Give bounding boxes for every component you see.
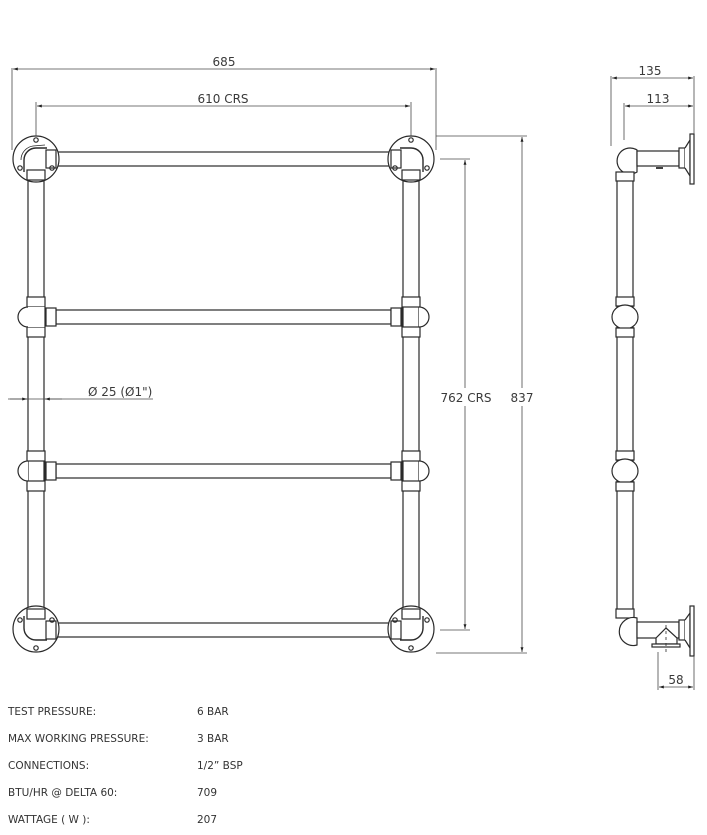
left-post [27,172,45,612]
spec-value: 6 BAR [197,706,229,718]
spec-row-connections: CONNECTIONS: 1/2” BSP [8,754,308,781]
dim-overall-depth: 135 [639,64,662,78]
side-dimensions [610,76,695,690]
spec-row-test-pressure: TEST PRESSURE: 6 BAR [8,700,308,727]
t-joint-left-2 [17,296,57,338]
spec-label: TEST PRESSURE: [8,706,97,718]
spec-label: MAX WORKING PRESSURE: [8,733,149,745]
dim-valve-offset: 58 [668,673,683,687]
rail-3 [55,463,392,479]
dim-overall-height: 837 [511,391,534,405]
spec-value: 207 [197,814,218,826]
spec-label: WATTAGE ( W ): [8,814,90,826]
side-ball-joint-2 [611,296,639,338]
dim-overall-width: 685 [213,55,236,69]
spec-label: CONNECTIONS: [8,760,90,772]
dim-tube-diameter: Ø 25 (Ø1") [88,385,152,399]
rail-bottom [55,622,392,638]
front-view [12,135,435,653]
spec-value: 709 [197,787,218,799]
spec-table: TEST PRESSURE: 6 BAR MAX WORKING PRESSUR… [8,700,308,835]
side-view [611,133,695,657]
spec-label: BTU/HR @ DELTA 60: [8,787,118,799]
corner-flange-top-right [387,135,435,183]
spec-row-wattage: WATTAGE ( W ): 207 [8,808,308,835]
side-bottom-bracket [615,605,695,657]
side-top-bracket [615,133,695,185]
front-dimensions [8,67,527,654]
spec-row-btu: BTU/HR @ DELTA 60: 709 [8,781,308,808]
spec-row-max-working-pressure: MAX WORKING PRESSURE: 3 BAR [8,727,308,754]
spec-value: 3 BAR [197,733,229,745]
right-post [402,172,420,612]
spec-value: 1/2” BSP [197,760,243,772]
rail-2 [55,309,392,325]
t-joint-right-2 [390,296,430,338]
technical-drawing: 685 610 CRS Ø 25 (Ø1") 762 CRS 837 [8,55,695,690]
corner-flange-bottom-left [12,605,60,653]
corner-flange-top-left [12,135,60,183]
rail-top [55,151,392,167]
t-joint-right-3 [390,450,430,492]
dim-centres-height: 762 CRS [440,391,491,405]
side-ball-joint-3 [611,450,639,492]
t-joint-left-3 [17,450,57,492]
dim-centres-width: 610 CRS [197,92,248,106]
dim-bracket-depth: 113 [647,92,670,106]
corner-flange-bottom-right [387,605,435,653]
